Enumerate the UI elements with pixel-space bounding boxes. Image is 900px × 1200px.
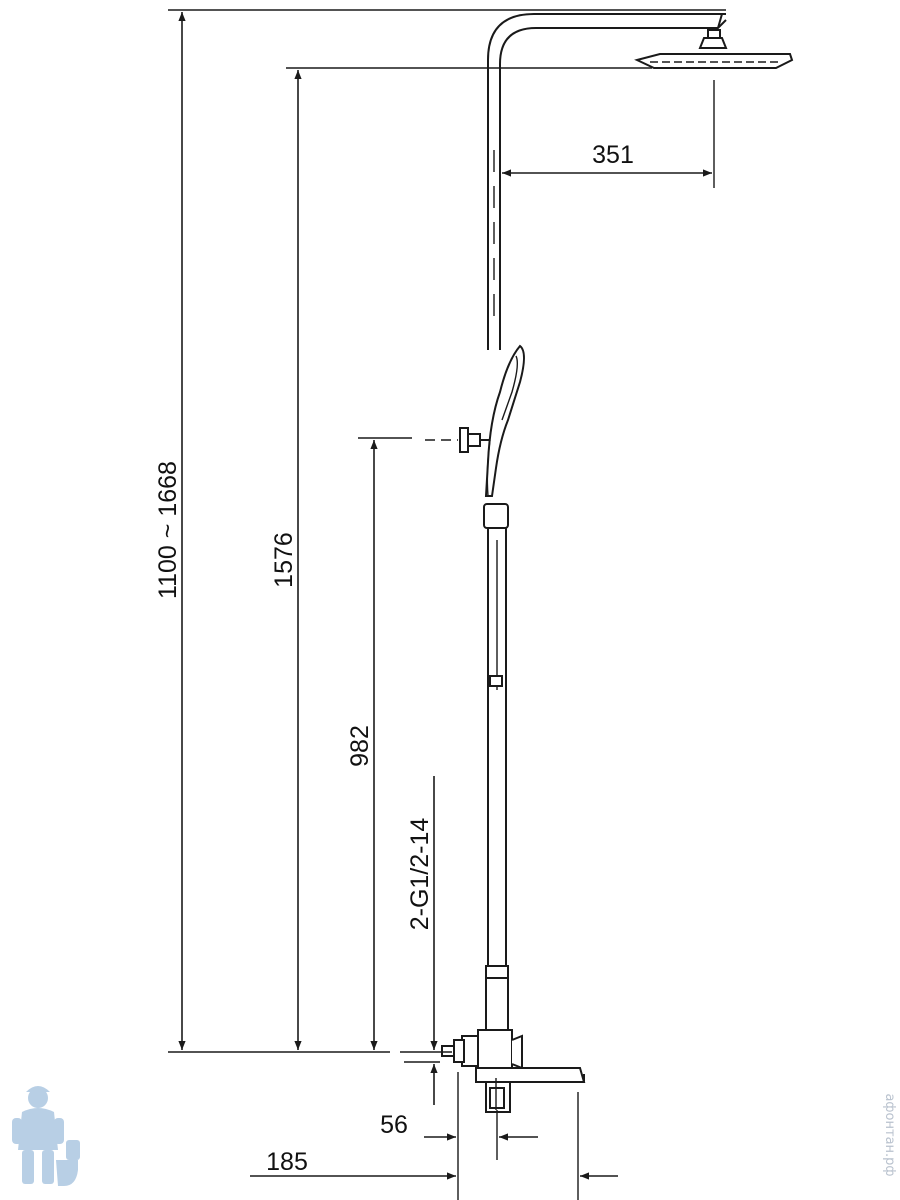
- shower-column: [487, 13, 727, 350]
- dim-inlet-thread-label: 2-G1/2-14: [406, 818, 434, 931]
- wall-bracket: [425, 427, 490, 453]
- dim-arm-reach-label: 351: [592, 141, 634, 169]
- dim-total-height-label: 1100 ~ 1668: [154, 461, 182, 599]
- dim-spout-projection-label: 185: [266, 1148, 308, 1176]
- dim-outlet-height-label: 982: [346, 725, 374, 767]
- plumber-mascot-logo: [12, 1086, 80, 1186]
- dim-head-height-label: 1576: [270, 532, 298, 588]
- rain-shower-head: [634, 29, 794, 69]
- hand-shower: [484, 344, 525, 497]
- watermark-site-text: афонтан.рф: [882, 1093, 897, 1176]
- slide-rail: [483, 503, 509, 1032]
- dim-inlet-spacing-label: 56: [380, 1111, 408, 1139]
- extension-lines: [168, 9, 726, 1200]
- bath-mixer: [441, 1029, 586, 1113]
